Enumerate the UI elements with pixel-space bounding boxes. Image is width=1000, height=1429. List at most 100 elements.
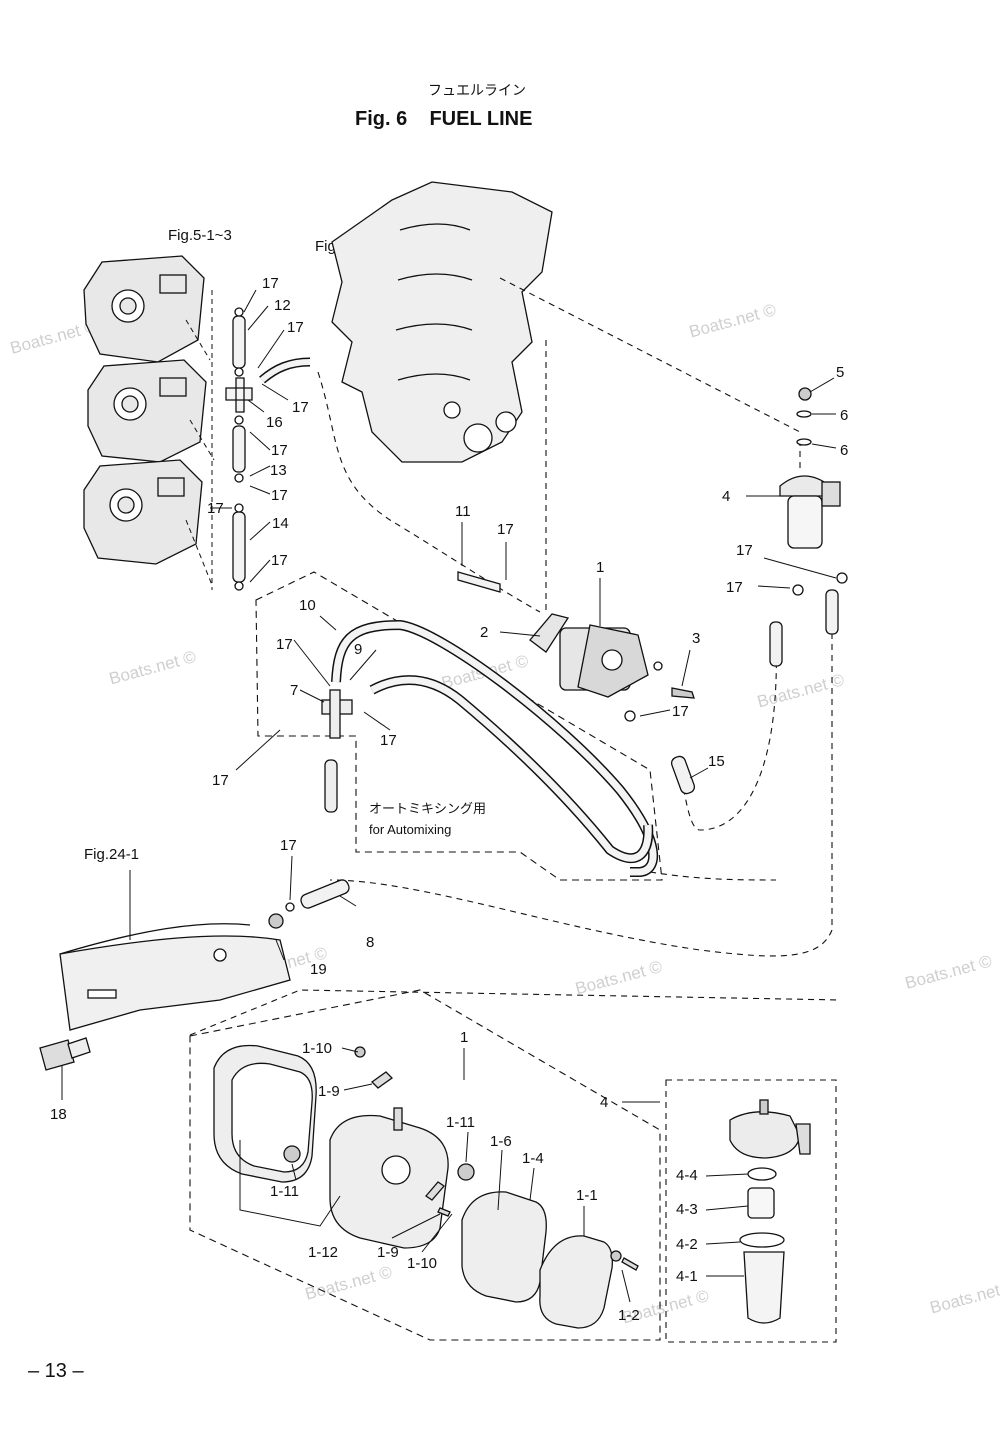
callout-19: 19 bbox=[310, 961, 327, 978]
tee-joint-16 bbox=[225, 377, 253, 413]
callout-2: 2 bbox=[480, 624, 488, 641]
hose-12 bbox=[232, 315, 246, 369]
callout-17: 17 bbox=[287, 319, 304, 336]
o-ring-4-4 bbox=[747, 1167, 777, 1181]
callout-17: 17 bbox=[271, 552, 288, 569]
hose-15 bbox=[670, 755, 696, 795]
callout-13: 13 bbox=[270, 462, 287, 479]
hose-13 bbox=[232, 425, 246, 473]
callout-1-4: 1-4 bbox=[522, 1150, 544, 1167]
pump-exploded-box bbox=[189, 989, 661, 1341]
watermark: Boats.net © bbox=[903, 951, 994, 993]
fuel-filter-top bbox=[779, 387, 841, 549]
callout-1-2: 1-2 bbox=[618, 1307, 640, 1324]
carburetor-assembly bbox=[83, 255, 207, 565]
carburetor-guides bbox=[185, 290, 215, 590]
cover-1-1 bbox=[539, 1235, 613, 1329]
callout-4: 4 bbox=[600, 1094, 608, 1111]
filter-head bbox=[729, 1111, 801, 1159]
callout-10: 10 bbox=[299, 597, 316, 614]
callout-17: 17 bbox=[280, 837, 297, 854]
page-number: – 13 – bbox=[28, 1360, 84, 1382]
callout-7: 7 bbox=[290, 682, 298, 699]
callout-4-4: 4-4 bbox=[676, 1167, 698, 1184]
watermark: Boats.net © bbox=[107, 647, 198, 689]
title-japanese: フュエルライン bbox=[428, 83, 526, 99]
callout-8: 8 bbox=[366, 934, 374, 951]
callout-17: 17 bbox=[271, 487, 288, 504]
watermark: Boats.net © bbox=[928, 1276, 1000, 1318]
callout-17: 17 bbox=[207, 500, 224, 517]
callout-1-10: 1-10 bbox=[302, 1040, 332, 1057]
carburetor-bottom bbox=[83, 459, 203, 565]
callouts: 1 2 3 4 5 6 6 7 8 9 10 11 12 13 14 15 16… bbox=[50, 275, 848, 1324]
callout-17: 17 bbox=[271, 442, 288, 459]
callout-1-11: 1-11 bbox=[446, 1114, 475, 1131]
callout-1-9: 1-9 bbox=[377, 1244, 399, 1261]
callout-17: 17 bbox=[380, 732, 397, 749]
filter-hoses bbox=[670, 572, 848, 795]
automix-note-jp: オートミキシング用 bbox=[369, 801, 486, 816]
element-4-3 bbox=[747, 1187, 775, 1219]
callout-6: 6 bbox=[840, 407, 848, 424]
leader-lines bbox=[61, 289, 837, 1303]
carburetor-middle bbox=[87, 359, 207, 463]
hose-lower bbox=[324, 759, 338, 813]
nipple-11-hose bbox=[457, 571, 501, 593]
callout-15: 15 bbox=[708, 753, 725, 770]
hose-8 bbox=[300, 879, 350, 909]
callout-17: 17 bbox=[672, 703, 689, 720]
automix-box bbox=[255, 571, 663, 881]
o-ring-4-2 bbox=[739, 1232, 785, 1248]
ref-cowling: Fig.24-1 bbox=[84, 846, 139, 863]
callout-6: 6 bbox=[840, 442, 848, 459]
watermark: Boats.net © bbox=[573, 957, 664, 999]
callout-17: 17 bbox=[262, 275, 279, 292]
callout-3: 3 bbox=[692, 630, 700, 647]
callout-4-3: 4-3 bbox=[676, 1201, 698, 1218]
carburetor-top bbox=[83, 255, 205, 363]
bolt-3 bbox=[671, 687, 695, 699]
hose-14 bbox=[232, 511, 246, 583]
callout-5: 5 bbox=[836, 364, 844, 381]
connector-18 bbox=[39, 1037, 91, 1071]
pump-exploded-parts bbox=[213, 1044, 639, 1329]
automix-pipes bbox=[331, 619, 658, 877]
bracket-2 bbox=[529, 613, 570, 653]
callout-11: 11 bbox=[455, 503, 471, 520]
callout-17: 17 bbox=[276, 636, 293, 653]
callout-1-11: 1-11 bbox=[270, 1183, 299, 1200]
callout-1: 1 bbox=[460, 1029, 468, 1046]
callout-1: 1 bbox=[596, 559, 604, 576]
callout-18: 18 bbox=[50, 1106, 67, 1123]
engine-block bbox=[331, 181, 553, 463]
callout-14: 14 bbox=[272, 515, 289, 532]
automix-note-en: for Automixing bbox=[369, 822, 451, 837]
callout-17: 17 bbox=[212, 772, 229, 789]
callout-4: 4 bbox=[722, 488, 730, 505]
callout-1-12: 1-12 bbox=[308, 1244, 338, 1261]
callout-12: 12 bbox=[274, 297, 291, 314]
watermark: Boats.net © bbox=[687, 300, 778, 342]
watermark: Boats.net © bbox=[303, 1262, 394, 1304]
callout-16: 16 bbox=[266, 414, 283, 431]
callout-9: 9 bbox=[354, 641, 362, 658]
callout-17: 17 bbox=[497, 521, 514, 538]
callout-4-1: 4-1 bbox=[676, 1268, 698, 1285]
callout-4-2: 4-2 bbox=[676, 1236, 698, 1253]
carb-hoses bbox=[225, 307, 311, 591]
gasket-1-6 bbox=[461, 1191, 547, 1303]
tee-joint-7 bbox=[321, 689, 353, 813]
filter-exploded-box bbox=[665, 1079, 837, 1343]
callout-17: 17 bbox=[736, 542, 753, 559]
bottom-cowling bbox=[59, 923, 291, 1031]
page-title: Fig. 6 FUEL LINE bbox=[355, 108, 532, 130]
callout-1-9: 1-9 bbox=[318, 1083, 340, 1100]
callout-1-10: 1-10 bbox=[407, 1255, 437, 1272]
ref-carburetors: Fig.5-1~3 bbox=[168, 227, 232, 244]
watermark: Boats.net © bbox=[755, 670, 846, 712]
bowl-4-1 bbox=[743, 1251, 785, 1324]
callout-17: 17 bbox=[292, 399, 309, 416]
fuel-pump bbox=[457, 571, 695, 722]
routing-lines bbox=[189, 277, 841, 1036]
